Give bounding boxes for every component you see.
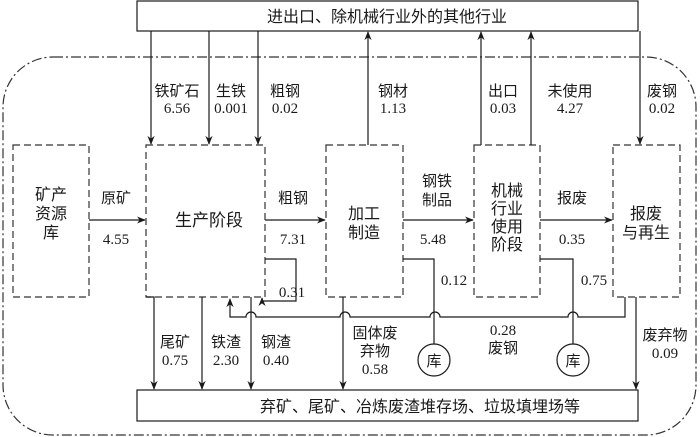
stock-label-usage: 库 (565, 352, 580, 370)
stage-box-mineral (12, 144, 90, 298)
label-crude-steel-name: 粗钢 (278, 189, 308, 207)
stage-label-processing-1: 加工 (348, 204, 380, 223)
stage-label-mineral-3: 库 (43, 223, 59, 242)
external-sectors-label: 进出口、除机械行业外的其他行业 (267, 7, 507, 26)
label-steel-out-value: 1.13 (380, 101, 406, 117)
label-steel-products-name-2: 制品 (422, 191, 452, 209)
stage-box-usage (473, 144, 541, 298)
stage-box-processing (325, 144, 404, 298)
stage-label-usage-1: 机械 (491, 181, 523, 200)
label-iron-slag-name: 铁渣 (211, 333, 241, 351)
stage-label-usage-3: 使用 (491, 217, 523, 236)
flow-scrap-return (226, 297, 626, 318)
label-solid-waste-name-2: 弃物 (360, 342, 390, 360)
stock-circle-processing (417, 343, 451, 377)
label-solid-waste-value: 0.58 (362, 362, 388, 378)
label-crude-steel-in-name: 粗钢 (270, 82, 300, 100)
label-export-value: 0.03 (490, 101, 516, 117)
label-usage-scrap-value: 0.75 (581, 273, 607, 289)
stage-box-scrap (612, 144, 681, 298)
label-waste-name: 废弃物 (642, 326, 687, 344)
label-iron-ore-value: 6.56 (164, 101, 191, 117)
label-pig-iron-name: 生铁 (216, 82, 246, 100)
landfill-label: 弃矿、尾矿、冶炼废渣堆存场、垃圾填埋场等 (260, 397, 580, 416)
external-sectors-box (136, 0, 639, 32)
label-raw-ore-value: 4.55 (103, 232, 129, 248)
flow-internal-return (258, 258, 297, 307)
label-steel-out-name: 钢材 (378, 82, 408, 100)
label-unused-name: 未使用 (547, 82, 592, 100)
label-waste-value: 0.09 (652, 346, 678, 362)
label-iron-ore-name: 铁矿石 (154, 82, 199, 100)
label-internal-return-value: 0.31 (279, 285, 305, 301)
label-scrap-steel-in-name: 废钢 (647, 82, 677, 100)
label-scrap-steel-in-value: 0.02 (649, 101, 675, 117)
label-tailings-value: 0.75 (162, 353, 188, 369)
flow-processing-scrap (403, 258, 438, 376)
label-steel-products-name-1: 钢铁 (422, 172, 452, 190)
label-processing-scrap-value: 0.12 (441, 273, 467, 289)
label-steel-slag-value: 0.40 (263, 353, 289, 369)
stage-label-production: 生产阶段 (175, 211, 243, 231)
label-steel-products-value: 5.48 (420, 232, 446, 248)
label-tailings-name: 尾矿 (160, 333, 190, 351)
system-boundary (2, 56, 697, 436)
stock-label-processing: 库 (426, 352, 441, 370)
stage-label-scrap-1: 报废 (630, 204, 662, 223)
stage-label-scrap-2: 与再生 (622, 223, 670, 242)
label-crude-steel-value: 7.31 (280, 232, 306, 248)
stock-circle-usage (556, 343, 590, 377)
label-scrap-return-name: 废钢 (488, 339, 518, 357)
landfill-box (136, 389, 639, 422)
flow-usage-scrap (540, 258, 577, 376)
label-unused-value: 4.27 (557, 101, 584, 117)
stage-label-usage-2: 行业 (491, 199, 523, 218)
label-steel-slag-name: 钢渣 (261, 333, 291, 351)
label-scrapped-name: 报废 (557, 189, 587, 207)
label-pig-iron-value: 0.001 (214, 101, 248, 117)
stage-label-usage-4: 阶段 (491, 235, 523, 254)
stage-box-production (145, 144, 266, 298)
stage-label-mineral-1: 矿产 (35, 185, 67, 204)
label-iron-slag-value: 2.30 (213, 353, 239, 369)
label-export-name: 出口 (488, 82, 518, 100)
flow-tailings (146, 296, 158, 390)
label-scrap-return-value: 0.28 (490, 323, 516, 339)
label-crude-steel-in-value: 0.02 (272, 101, 298, 117)
label-solid-waste-name-1: 固体废 (352, 324, 397, 342)
label-scrapped-value: 0.35 (559, 232, 585, 248)
stage-label-mineral-2: 资源 (35, 204, 67, 223)
stage-label-processing-2: 制造 (348, 223, 380, 242)
label-raw-ore-name: 原矿 (101, 189, 131, 207)
